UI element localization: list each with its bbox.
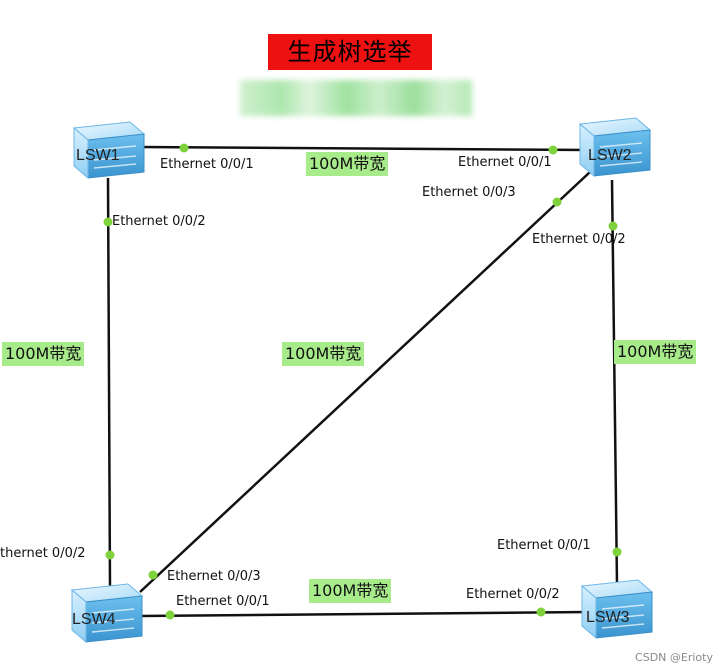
- port-dot-lsw2-e001: [548, 145, 558, 155]
- port-label-lsw4-e003: Ethernet 0/0/3: [167, 569, 261, 584]
- switch-label-lsw4: LSW4: [72, 611, 116, 628]
- port-label-lsw4-e001: Ethernet 0/0/1: [176, 594, 270, 609]
- port-label-lsw2-e002: Ethernet 0/0/2: [532, 232, 626, 247]
- switch-lsw3[interactable]: LSW3: [580, 579, 654, 640]
- port-label-lsw1-e002: Ethernet 0/0/2: [112, 214, 206, 229]
- switch-label-lsw3: LSW3: [586, 609, 630, 626]
- link-lsw1-lsw4: [106, 177, 112, 589]
- bandwidth-label-top: 100M带宽: [306, 152, 389, 176]
- link-lsw2-lsw4: [139, 171, 591, 593]
- watermark: CSDN @Erioty: [635, 651, 713, 664]
- port-label-lsw4-e002: thernet 0/0/2: [0, 546, 86, 561]
- port-dot-lsw3-e001: [612, 547, 622, 557]
- port-dot-lsw2-e003: [552, 197, 562, 207]
- port-dot-lsw4-e002: [105, 550, 115, 560]
- port-label-lsw1-e001: Ethernet 0/0/1: [160, 157, 254, 172]
- bandwidth-label-bottom: 100M带宽: [309, 579, 392, 603]
- bandwidth-label-diagonal: 100M带宽: [282, 342, 365, 366]
- bandwidth-label-left: 100M带宽: [2, 342, 85, 366]
- switch-label-lsw2: LSW2: [588, 147, 632, 164]
- port-label-lsw2-e001: Ethernet 0/0/1: [458, 155, 552, 170]
- port-label-lsw2-e003: Ethernet 0/0/3: [422, 185, 516, 200]
- port-dot-lsw3-e002: [536, 607, 546, 617]
- port-label-lsw3-e002: Ethernet 0/0/2: [466, 587, 560, 602]
- diagram-title: 生成树选举: [268, 34, 432, 70]
- port-dot-lsw2-e002: [608, 221, 618, 231]
- bandwidth-label-right: 100M带宽: [614, 340, 697, 364]
- switch-lsw4[interactable]: LSW4: [70, 583, 144, 644]
- switch-lsw2[interactable]: LSW2: [578, 117, 652, 178]
- port-dot-lsw4-e001: [165, 610, 175, 620]
- link-lsw4-lsw3: [139, 610, 589, 618]
- port-dot-lsw4-e003: [148, 570, 158, 580]
- link-lsw2-lsw3: [610, 179, 619, 586]
- port-label-lsw3-e001: Ethernet 0/0/1: [497, 538, 591, 553]
- link-lsw1-lsw2: [139, 145, 591, 152]
- port-dot-lsw1-e002: [103, 217, 113, 227]
- switch-lsw1[interactable]: LSW1: [72, 121, 146, 180]
- switch-label-lsw1: LSW1: [76, 147, 120, 164]
- port-dot-lsw1-e001: [179, 143, 189, 153]
- blurred-subtitle: [240, 80, 472, 116]
